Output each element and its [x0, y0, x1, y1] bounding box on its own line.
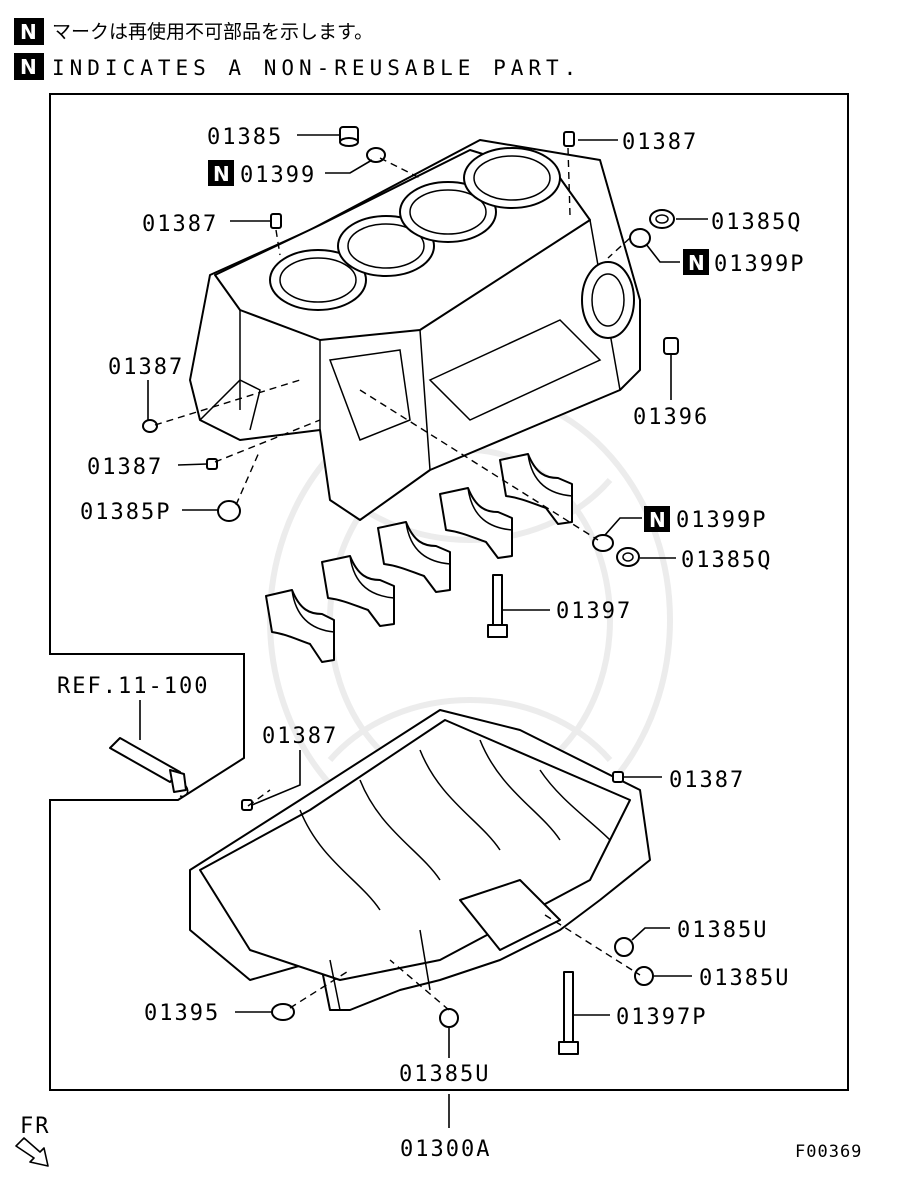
- crankcase-lower[interactable]: [189, 709, 651, 1011]
- nonreusable-badge: N: [20, 55, 37, 79]
- label-01385U-bottom[interactable]: 01385U: [399, 1062, 490, 1087]
- label-01385Q-top[interactable]: 01385Q: [711, 210, 802, 235]
- bolt-01397[interactable]: [487, 574, 508, 638]
- bearing-cap[interactable]: [499, 453, 573, 525]
- bolt-01397P[interactable]: [558, 971, 579, 1055]
- label-01385Q-mid[interactable]: 01385Q: [681, 548, 772, 573]
- seal-01395[interactable]: [271, 1003, 295, 1021]
- diagram-frame: [49, 93, 849, 1091]
- dowel-01387-lower-right[interactable]: [612, 771, 624, 783]
- label-01385U-b[interactable]: 01385U: [699, 966, 790, 991]
- nonreusable-badge: N: [20, 20, 37, 44]
- nonreusable-badge-01399P-top: N: [683, 249, 709, 275]
- label-assembly-01300A[interactable]: 01300A: [400, 1137, 491, 1162]
- plug-01385Q-top[interactable]: [649, 209, 675, 229]
- leader-lines: [139, 134, 708, 1128]
- label-01387-top-left[interactable]: 01387: [142, 212, 218, 237]
- cylinder-block-upper[interactable]: [189, 139, 641, 521]
- label-01397[interactable]: 01397: [556, 599, 632, 624]
- dowel-01387-top-left[interactable]: [270, 213, 282, 229]
- label-01385U-a[interactable]: 01385U: [677, 918, 768, 943]
- plug-01385P[interactable]: [217, 500, 241, 522]
- bearing-cap[interactable]: [321, 555, 395, 627]
- label-01387-lower-left[interactable]: 01387: [262, 724, 338, 749]
- part-labels: 01385 01399 01387 01387 01385Q 01399P 01…: [57, 125, 805, 1162]
- label-01399P-top[interactable]: 01399P: [714, 252, 805, 277]
- plug-01385U-a[interactable]: [614, 937, 634, 957]
- bearing-cap[interactable]: [265, 589, 335, 663]
- header-note-en: N INDICATES A NON-REUSABLE PART.: [14, 53, 581, 80]
- dowel-01387-top-right[interactable]: [563, 131, 575, 147]
- rear-seal-bore: [581, 261, 635, 339]
- nonreusable-badge-01399P-mid: N: [644, 506, 670, 532]
- cylinder-bore-4: [463, 147, 561, 209]
- label-01385-top[interactable]: 01385: [207, 125, 283, 150]
- dowel-01387-low[interactable]: [206, 458, 218, 470]
- bearing-cap[interactable]: [439, 487, 513, 559]
- dowel-01387-mid[interactable]: [142, 419, 158, 433]
- plug-01385-top[interactable]: [339, 126, 359, 147]
- gasket-01399P-mid[interactable]: [592, 534, 614, 552]
- label-01397P[interactable]: 01397P: [616, 1005, 707, 1030]
- pin-01396[interactable]: [663, 337, 679, 355]
- header-note-jp: N マークは再使用不可部品を示します。: [14, 18, 373, 45]
- plug-01385U-bottom[interactable]: [439, 1008, 459, 1028]
- svg-text:N: N: [688, 251, 705, 275]
- label-01387-mid[interactable]: 01387: [108, 355, 184, 380]
- bearing-cap[interactable]: [377, 521, 451, 593]
- label-01387-lower-right[interactable]: 01387: [669, 768, 745, 793]
- svg-text:N: N: [213, 162, 230, 186]
- nonreusable-badge-01399: N: [208, 160, 234, 186]
- front-direction-indicator: FR: [15, 1114, 51, 1167]
- label-01385P[interactable]: 01385P: [80, 500, 171, 525]
- label-ref[interactable]: REF.11-100: [57, 674, 209, 699]
- label-01387-top-right[interactable]: 01387: [622, 130, 698, 155]
- fr-label: FR: [20, 1114, 51, 1139]
- sealant-tube-icon: [109, 737, 189, 798]
- cylinder-bore-3: [399, 181, 497, 243]
- svg-text:N: N: [649, 508, 666, 532]
- label-01399P-mid[interactable]: 01399P: [676, 508, 767, 533]
- figure-id: F00369: [795, 1142, 862, 1162]
- note-jp-text: マークは再使用不可部品を示します。: [52, 21, 373, 43]
- label-01396[interactable]: 01396: [633, 405, 709, 430]
- label-01395[interactable]: 01395: [144, 1001, 220, 1026]
- cylinder-bore-1: [269, 249, 367, 311]
- label-01399-top[interactable]: 01399: [240, 163, 316, 188]
- plug-01385Q-mid[interactable]: [616, 547, 640, 567]
- note-en-text: INDICATES A NON-REUSABLE PART.: [52, 56, 581, 80]
- label-01387-low[interactable]: 01387: [87, 455, 163, 480]
- assembly-lines: [154, 147, 641, 1011]
- fr-arrow-icon: [15, 1137, 49, 1167]
- plug-01385U-b[interactable]: [634, 966, 654, 986]
